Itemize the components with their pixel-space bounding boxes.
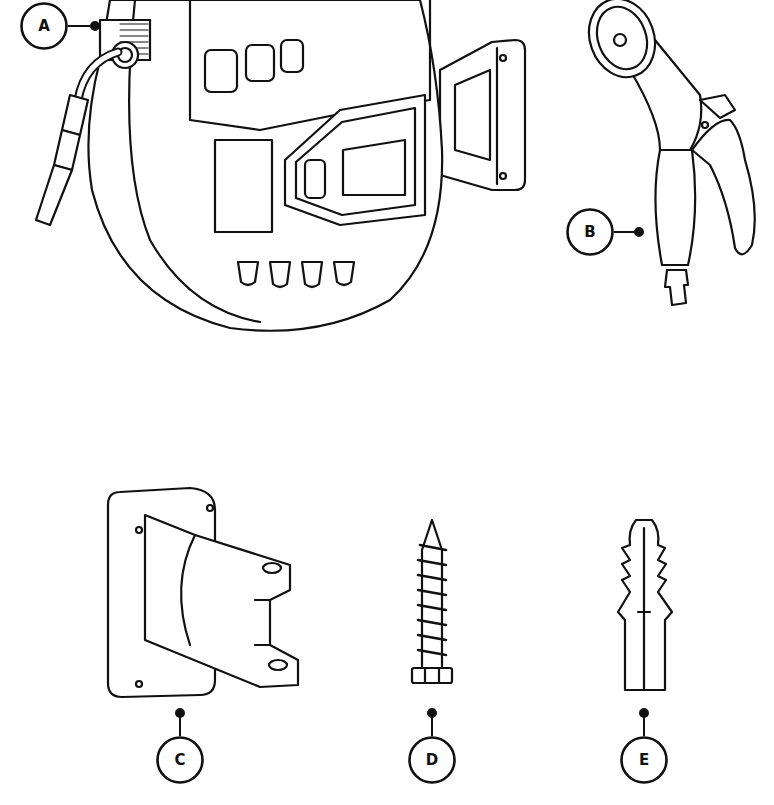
- wall-plug: [618, 520, 672, 690]
- callout-letter: A: [38, 19, 50, 34]
- callout-ring: [158, 738, 203, 783]
- screw: [412, 520, 452, 683]
- callout-circle: B: [566, 208, 614, 256]
- callout-letter: E: [639, 753, 649, 768]
- callout-letter: B: [584, 225, 595, 240]
- callout-ring: [22, 4, 67, 49]
- spray-gun: [578, 0, 755, 305]
- wall-bracket: [108, 488, 298, 697]
- callout-circle: C: [156, 736, 204, 784]
- hose-reel: [36, 0, 525, 331]
- callout-circle: E: [620, 736, 668, 784]
- callout-letter: D: [426, 753, 438, 768]
- callout-letter: C: [174, 753, 185, 768]
- callout-circle: D: [408, 736, 456, 784]
- callout-ring: [622, 738, 667, 783]
- leader-lines: [68, 22, 648, 736]
- callout-ring: [410, 738, 455, 783]
- callout-ring: [568, 210, 613, 255]
- callout-circle: A: [20, 2, 68, 50]
